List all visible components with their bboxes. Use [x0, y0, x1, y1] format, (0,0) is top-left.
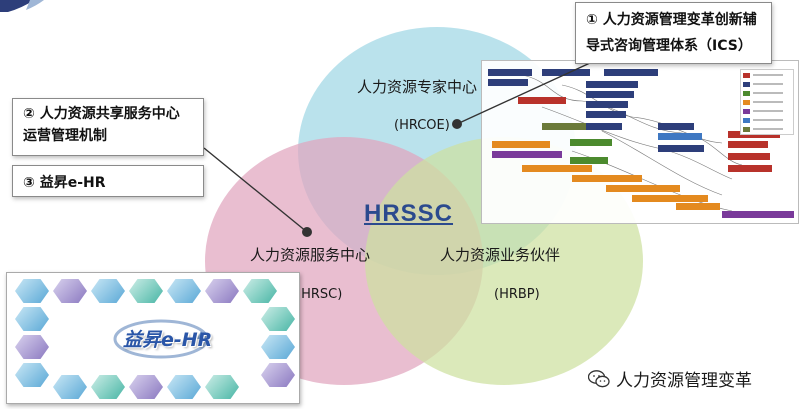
flow-node — [728, 153, 770, 160]
flow-node — [488, 79, 528, 86]
wechat-icon — [588, 369, 610, 387]
ehr-module-hex — [129, 375, 163, 399]
flow-node — [570, 157, 608, 164]
flow-node — [658, 145, 704, 152]
ehr-module-hex — [15, 279, 49, 303]
flow-node — [586, 81, 638, 88]
ehr-module-hex — [15, 307, 49, 331]
ehr-module-hex — [15, 363, 49, 387]
ehr-module-hex — [167, 279, 201, 303]
flow-node — [604, 69, 658, 76]
ehr-module-hex — [53, 375, 87, 399]
flow-node — [488, 69, 532, 76]
ehr-module-hex — [205, 375, 239, 399]
corner-decoration — [0, 0, 44, 12]
watermark: 人力资源管理变革 — [588, 366, 752, 391]
hrcoe-code: (HRCOE) — [394, 118, 450, 133]
callout-hrssc-mechanism: ② 人力资源共享服务中心运营管理机制 — [12, 98, 204, 156]
ehr-title: 益昇e-HR — [123, 329, 213, 351]
flowchart-legend — [740, 69, 794, 135]
flow-node — [572, 175, 642, 182]
flow-node — [586, 111, 626, 118]
ehr-module-hex — [205, 279, 239, 303]
ehr-module-hex — [91, 375, 125, 399]
watermark-text: 人力资源管理变革 — [616, 371, 752, 391]
ehr-module-hex — [15, 335, 49, 359]
ehr-module-hex — [91, 279, 125, 303]
ehr-module-hex — [261, 307, 295, 331]
callout-ics: ① 人力资源管理变革创新辅导式咨询管理体系（ICS） — [575, 2, 772, 64]
callout-ehr: ③ 益昇e-HR — [12, 165, 204, 197]
flow-node — [522, 165, 592, 172]
ics-flowchart-panel — [481, 60, 799, 224]
flow-node — [632, 195, 708, 202]
ehr-module-hex — [167, 375, 201, 399]
flow-node — [518, 97, 566, 104]
flow-node — [492, 151, 562, 158]
flow-node — [728, 141, 768, 148]
ehr-module-hex — [243, 279, 277, 303]
hrsc-code: (HRSC) — [296, 287, 343, 302]
ehr-module-hex — [261, 335, 295, 359]
ehr-module-hex — [129, 279, 163, 303]
flow-node — [570, 139, 612, 146]
ehr-system-panel: 益昇e-HR — [6, 272, 300, 404]
hrsc-label: 人力资源服务中心 — [250, 246, 371, 264]
hrssc-title: HRSSC — [364, 200, 454, 227]
ehr-module-hex — [261, 363, 295, 387]
flow-node — [542, 123, 586, 130]
flow-node — [492, 141, 550, 148]
hrbp-code: (HRBP) — [494, 287, 540, 302]
ehr-module-hex — [53, 279, 87, 303]
flow-node — [658, 123, 694, 130]
flow-node — [722, 211, 794, 218]
flow-node — [586, 91, 634, 98]
hrcoe-label: 人力资源专家中心 — [357, 78, 478, 96]
ehr-logo-ring — [113, 319, 209, 359]
flow-node — [542, 69, 590, 76]
hrbp-label: 人力资源业务伙伴 — [440, 246, 561, 264]
flow-node — [676, 203, 720, 210]
flow-node — [728, 165, 772, 172]
flow-node — [586, 101, 628, 108]
flow-node — [658, 133, 702, 140]
flow-node — [606, 185, 680, 192]
flow-node — [586, 123, 622, 130]
